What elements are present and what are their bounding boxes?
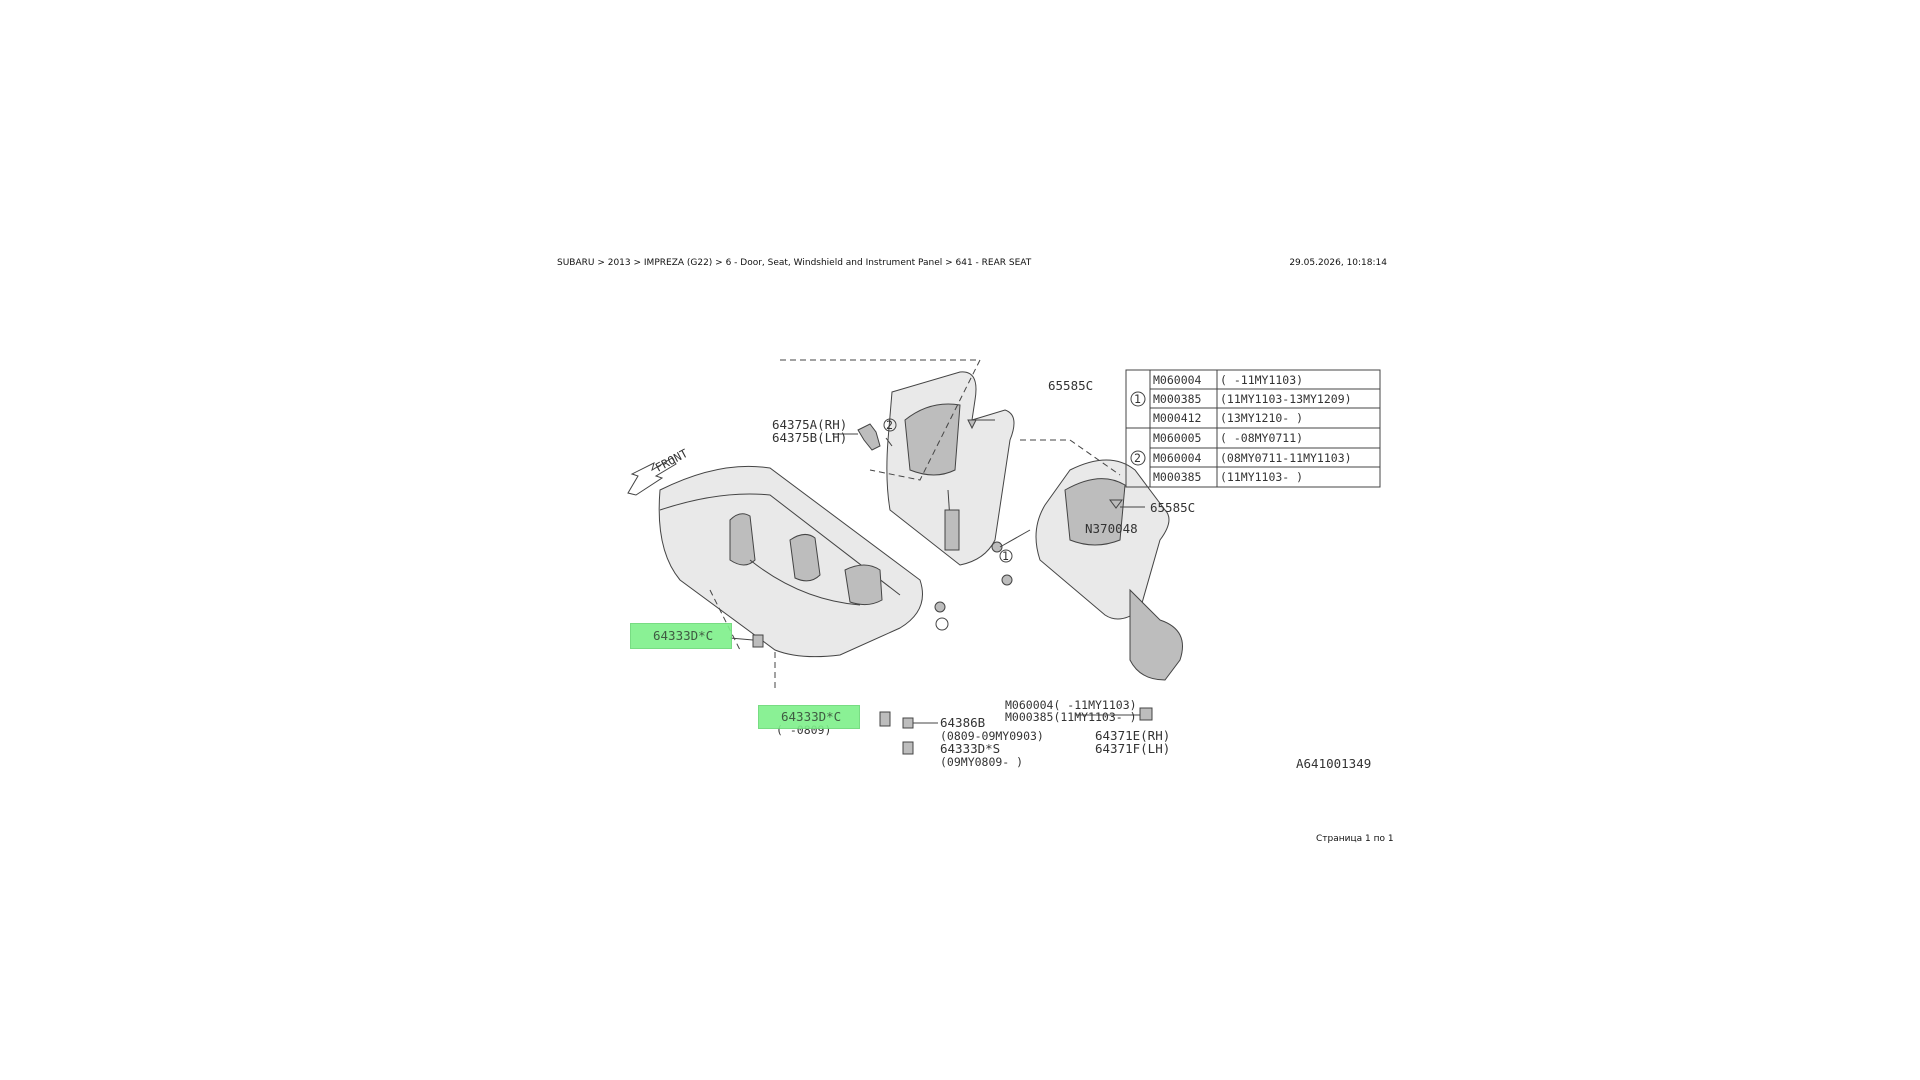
rear-seat-exploded-view: FRONT [627,359,1381,771]
table-range: ( -11MY1103) [1220,373,1303,387]
label-64371f[interactable]: 64371F(LH) [1095,741,1170,756]
table-range: (13MY1210- ) [1220,411,1303,425]
label-64375a[interactable]: 64375A(RH) [772,417,847,432]
page-header: SUBARU > 2013 > IMPREZA (G22) > 6 - Door… [557,258,1387,272]
leader-lines [729,419,1145,724]
label-64386b-range: (0809-09MY0903) [940,729,1044,743]
label-64371e[interactable]: 64371E(RH) [1095,728,1170,743]
front-label: FRONT [653,446,690,475]
label-64375b[interactable]: 64375B(LH) [772,430,847,445]
breadcrumb[interactable]: SUBARU > 2013 > IMPREZA (G22) > 6 - Door… [557,258,1032,268]
seat-back-right [1020,439,1183,681]
label-64333d-c-1: 64333D*C [653,628,714,643]
table-part[interactable]: M000412 [1153,411,1201,425]
table-group-1: 1 [1134,392,1141,406]
highlight-64333d-c-1[interactable]: 64333D*C [630,623,732,649]
label-n370048[interactable]: N370048 [1085,521,1138,536]
table-range: (11MY1103-13MY1209) [1220,392,1352,406]
highlight-64333d-c-2[interactable]: 64333D*C [758,705,860,729]
callout-2-top: 2 [886,418,893,432]
fasteners: 1 [752,419,1153,755]
page-footer: Страница 1 по 1 [1316,834,1394,844]
seat-cushion [658,465,923,690]
label-64333d-s-range: (09MY0809- ) [940,755,1023,769]
label-65585c-top[interactable]: 65585C [1048,378,1093,393]
label-m060004-bottom[interactable]: M060004( -11MY1103) [1005,698,1137,712]
table-part[interactable]: M060005 [1153,431,1201,445]
label-64333d-c-2: 64333D*C [781,709,842,724]
table-part[interactable]: M000385 [1153,470,1201,484]
applicability-table: 1 2 M060004 ( -11MY1103) M000385 (11MY11… [1125,369,1381,488]
label-m000385-bottom[interactable]: M000385(11MY1103- ) [1005,710,1137,724]
table-group-2: 2 [1134,451,1141,465]
print-timestamp: 29.05.2026, 10:18:14 [1289,258,1387,268]
table-part[interactable]: M060004 [1153,451,1202,465]
label-64386b[interactable]: 64386B [940,715,985,730]
table-part[interactable]: M000385 [1153,392,1201,406]
callout-1-mid: 1 [1002,549,1009,563]
table-part[interactable]: M060004 [1153,373,1202,387]
table-range: ( -08MY0711) [1220,431,1303,445]
page-number: Страница 1 по 1 [1316,834,1394,844]
parts-diagram: FRONT [600,359,1390,780]
table-range: (08MY0711-11MY1103) [1220,451,1352,465]
hinge-bracket: 2 [832,418,897,451]
drawing-id: A641001349 [1296,756,1371,771]
label-64333d-s[interactable]: 64333D*S [940,741,1000,756]
label-65585c-right[interactable]: 65585C [1150,500,1195,515]
table-range: (11MY1103- ) [1220,470,1303,484]
